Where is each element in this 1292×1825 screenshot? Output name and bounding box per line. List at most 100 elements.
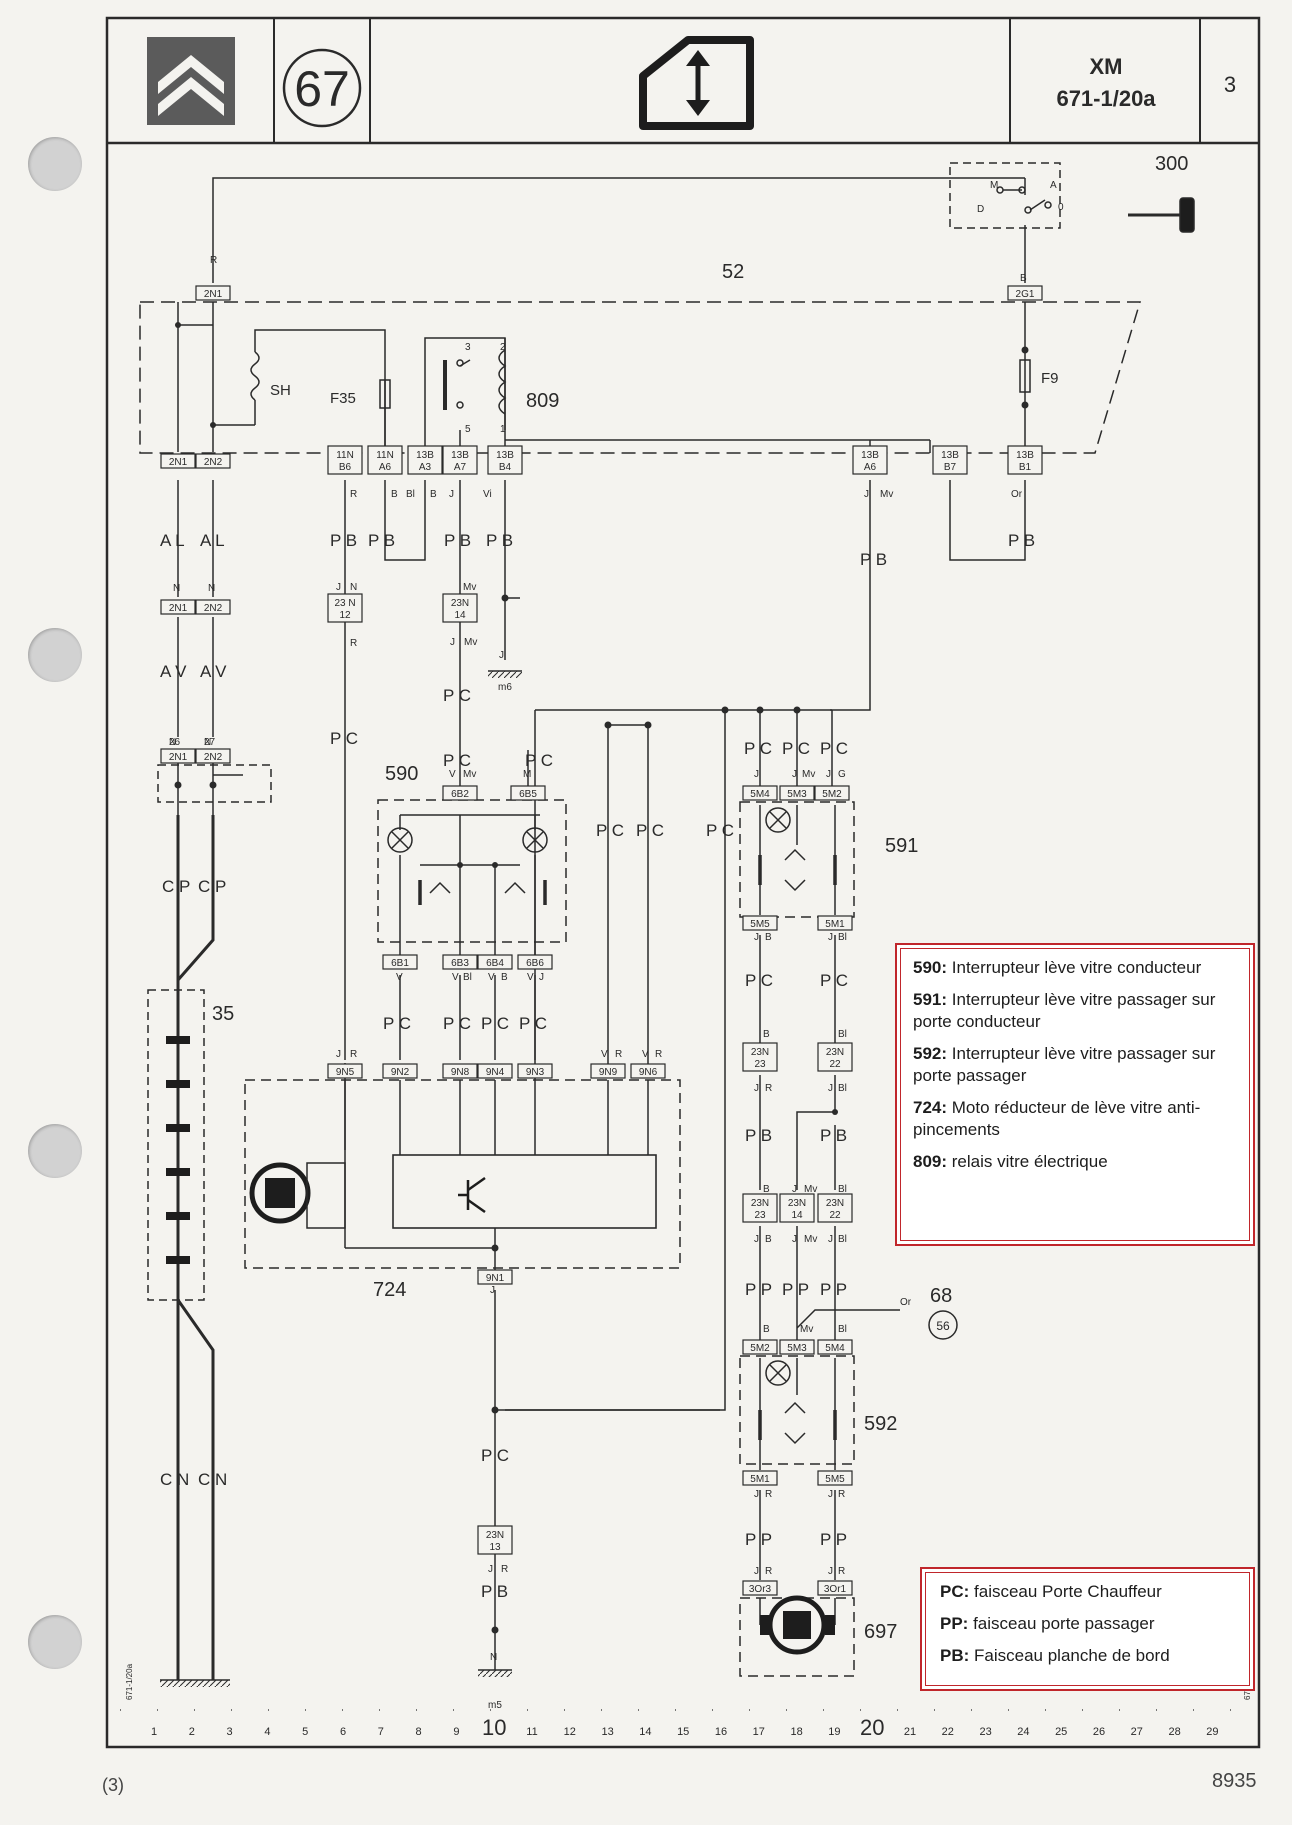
connector-label: 9N5: [336, 1067, 355, 1078]
connector-label: 13B: [416, 450, 434, 461]
harness-code-label: P B: [330, 531, 357, 550]
wire-color-code: J: [828, 1489, 833, 1500]
scale-number: 5: [302, 1726, 308, 1738]
connector-label: B1: [1019, 462, 1032, 473]
legend-item-809: 809: relais vitre électrique: [913, 1152, 1108, 1171]
harness-code-label: P C: [706, 821, 734, 840]
connector-box: [630, 1063, 666, 1079]
wire-color-code: B: [765, 932, 772, 943]
connector-label: A6: [864, 462, 877, 473]
connector-label: 13: [489, 1542, 501, 1553]
wire-color-code: J: [336, 1049, 341, 1060]
switch-591-label: 591: [885, 835, 918, 857]
wire-color-code: Bl: [406, 489, 415, 500]
connector-box: [814, 785, 850, 801]
legend-item-pb: PB: Faisceau planche de bord: [940, 1646, 1170, 1665]
battery-35-label: 35: [212, 1003, 234, 1025]
harness-code-label: P C: [481, 1014, 509, 1033]
connector-label: B6: [339, 462, 352, 473]
harness-code-label: P B: [368, 531, 395, 550]
harness-code-label: P C: [443, 1014, 471, 1033]
connector-label: 23N: [486, 1530, 504, 1541]
wire-color-code: N: [208, 583, 215, 594]
wire-color-code: J: [490, 1285, 495, 1296]
connector-label: 6B4: [486, 958, 504, 969]
legend-item-724: 724: Moto réducteur de lève vitre anti-p…: [913, 1098, 1201, 1139]
wire-color-code: B: [1020, 273, 1027, 284]
harness-code-label: P P: [782, 1280, 809, 1299]
connector-label: 9N6: [639, 1067, 658, 1078]
connector-label: 23N: [826, 1047, 844, 1058]
wire-color-code: Or: [1011, 489, 1023, 500]
scale-number: 21: [904, 1726, 916, 1738]
wire-color-code: J: [754, 1566, 759, 1577]
wire-color-code: B: [763, 1324, 770, 1335]
wire-color-code: B: [430, 489, 437, 500]
sheet-frame: [105, 16, 1261, 1749]
scale-number: 23: [979, 1726, 991, 1738]
connector-label: 23N: [788, 1198, 806, 1209]
wire-color-code: J: [488, 1564, 493, 1575]
harness-code-label: P P: [745, 1530, 772, 1549]
wire-color-code: R: [838, 1566, 845, 1577]
switch-592-label: 592: [864, 1413, 897, 1435]
page-number: 67: [294, 61, 350, 117]
page-number-circle: [282, 48, 362, 128]
ignition-position-label: D: [977, 204, 984, 215]
scale-number: 18: [790, 1726, 802, 1738]
wire-color-code: Bl: [838, 1324, 847, 1335]
wire-color-code: J: [539, 972, 544, 983]
connector-label: 3Or3: [749, 1584, 772, 1595]
harness-code-label: C P: [198, 877, 226, 896]
connector-box: [160, 453, 196, 469]
legend-item-592: 592: Interrupteur lève vitre passager su…: [913, 1044, 1216, 1085]
harness-code-label: P B: [486, 531, 513, 550]
wire-color-code: N: [173, 583, 180, 594]
wire-color-code: Mv: [800, 1324, 813, 1335]
wire-color-code: Bl: [838, 1083, 847, 1094]
connector-label: 3Or1: [824, 1584, 847, 1595]
wire-color-code: Bl: [838, 1029, 847, 1040]
motor-724-icon: [249, 1162, 346, 1229]
wire-color-code: J: [792, 1184, 797, 1195]
ignition-switch-icon: [996, 186, 1052, 214]
wire-color-code: B: [763, 1029, 770, 1040]
scale-number: 25: [1055, 1726, 1067, 1738]
scale-number: 1: [151, 1726, 157, 1738]
harness-code-label: P P: [745, 1280, 772, 1299]
wire-color-code: B: [765, 1234, 772, 1245]
connector-box: [382, 954, 418, 970]
wire-color-code: J: [754, 1489, 759, 1500]
connector-label: 5M1: [750, 1474, 770, 1485]
scale-number: 8: [416, 1726, 422, 1738]
connector-box: [477, 1525, 513, 1555]
harness-code-label: P B: [820, 1126, 847, 1145]
binder-hole: [28, 1124, 82, 1178]
connector-label: 5M2: [822, 789, 842, 800]
connector-label: 13B: [451, 450, 469, 461]
model-name: XM: [1090, 54, 1123, 79]
connector-label: 13B: [1016, 450, 1034, 461]
wire-color-code: R: [655, 1049, 662, 1060]
connector-label: A3: [419, 462, 432, 473]
scale-number: 2: [189, 1726, 195, 1738]
relay-pin-label: 2: [500, 342, 506, 353]
harness-code-label: P B: [745, 1126, 772, 1145]
wire-color-code: J: [450, 637, 455, 648]
harness-code-label: P B: [444, 531, 471, 550]
switch-590-label: 590: [385, 763, 418, 785]
transistor-icon: [458, 1176, 486, 1214]
legend-item-590: 590: Interrupteur lève vitre conducteur: [913, 958, 1202, 977]
wire-color-code: R: [210, 255, 217, 266]
scale-number: 27: [1131, 1726, 1143, 1738]
wire-color-code: J: [336, 582, 341, 593]
connector-label: 9N1: [486, 1273, 505, 1284]
connector-label: 11N: [336, 450, 354, 461]
harness-code-label: P C: [525, 751, 553, 770]
harness-52-label: 52: [722, 261, 744, 283]
binder-hole: [28, 137, 82, 191]
wire-color-code: N: [204, 737, 211, 748]
connector-box: [742, 785, 778, 801]
footer-left: (3): [102, 1775, 124, 1795]
